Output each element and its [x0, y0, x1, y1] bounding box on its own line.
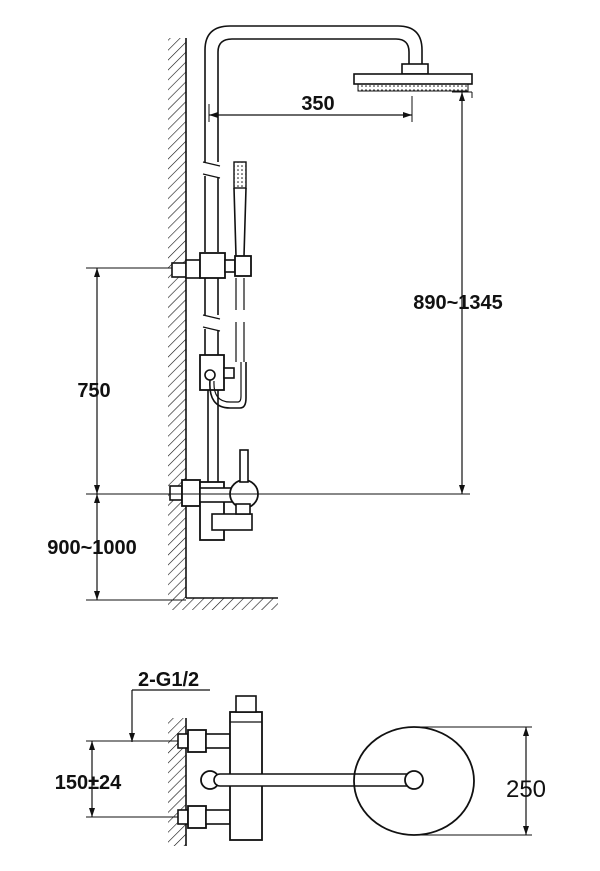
- lower-inlet: [177, 805, 231, 829]
- dimension-head-diameter: 250: [414, 726, 546, 836]
- head-diameter-label: 250: [506, 776, 546, 803]
- arm-reach-label: 350: [301, 93, 334, 115]
- upper-inlet: [177, 729, 231, 753]
- plan-shower-arm: [200, 770, 424, 790]
- head-height-label: 890~1345: [413, 292, 503, 314]
- hand-shower: [233, 161, 247, 362]
- overhead-shower-head: [353, 63, 473, 92]
- plan-valve-body: [229, 695, 263, 841]
- inlet-spec-label: 2-G1/2: [138, 669, 199, 691]
- inlet-spacing-label: 150±24: [55, 772, 122, 794]
- plan-view: 2-G1/2 150±24 250: [55, 669, 546, 846]
- dimension-inlet-spec: 2-G1/2: [129, 669, 210, 742]
- floor-section: [168, 597, 278, 610]
- diverter: [199, 354, 247, 409]
- side-elevation-view: 350 890~1345 750 900~1000: [47, 25, 503, 610]
- riser-spacing-label: 750: [77, 380, 110, 402]
- riser-pipe: [202, 25, 423, 482]
- wall-section: [168, 38, 187, 598]
- dimension-inlet-spacing: 150±24: [55, 740, 178, 818]
- dimension-head-height: 890~1345: [413, 91, 503, 494]
- valve-height-label: 900~1000: [47, 537, 137, 559]
- dimension-valve-height: 900~1000: [47, 494, 137, 600]
- dimension-arm-reach: 350: [208, 93, 413, 122]
- upper-wall-bracket: [171, 252, 252, 279]
- dimension-riser-spacing: 750: [77, 268, 111, 494]
